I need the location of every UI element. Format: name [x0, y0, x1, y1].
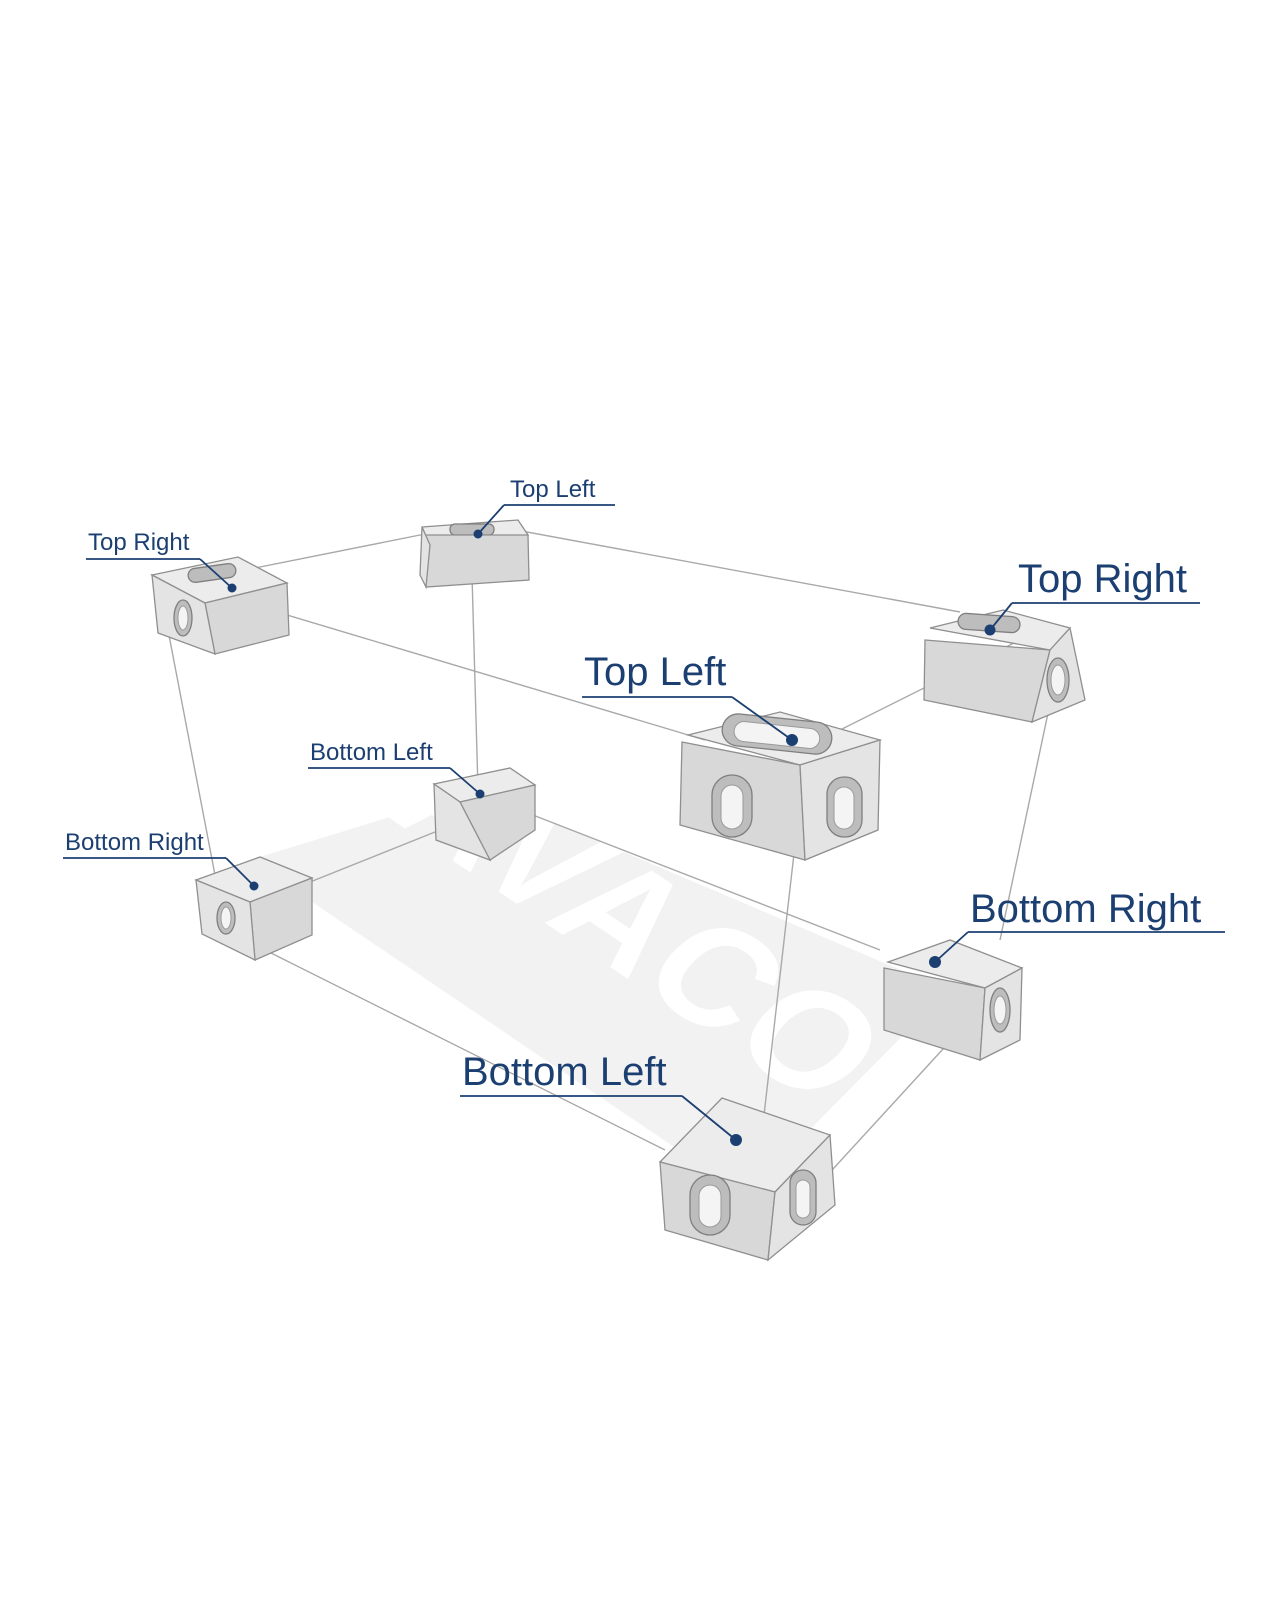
corner-block-back-top-right [150, 556, 290, 656]
pin-bottom-left-front [730, 1134, 742, 1146]
callout-front-top-right: Top Right [984, 557, 1200, 636]
pin-bottom-right-front [929, 956, 941, 968]
label-bottom-left-front: Bottom Left [462, 1050, 667, 1094]
edge-post-front-right [999, 679, 1056, 941]
edge-bottom-left [254, 944, 666, 1151]
frame-edges [167, 524, 1056, 1206]
callout-front-bottom-left: Bottom Left [460, 1050, 742, 1146]
corner-block-back-top-left [419, 519, 530, 590]
callout-front-bottom-right: Bottom Right [929, 887, 1225, 968]
callout-back-top-left: Top Left [473, 476, 615, 539]
edge-post-back-left [471, 574, 479, 791]
label-bottom-right-back: Bottom Right [65, 829, 204, 856]
pin-top-right-back [227, 583, 237, 593]
corner-block-front-bottom-right [883, 939, 1024, 1062]
corner-block-front-top-left [679, 711, 883, 861]
pin-bottom-left-back [475, 789, 485, 799]
label-top-right-front: Top Right [1018, 557, 1187, 601]
pin-top-right-front [984, 624, 996, 636]
pin-top-left-back [473, 529, 483, 539]
callout-back-top-right: Top Right [86, 529, 237, 593]
label-bottom-left-back: Bottom Left [310, 739, 433, 766]
pin-top-left-front [786, 734, 798, 746]
pin-bottom-right-back [249, 881, 259, 891]
edge-post-back-right [167, 629, 216, 876]
label-top-right-back: Top Right [88, 529, 190, 556]
corner-block-back-bottom-right [194, 856, 314, 962]
edge-bottom-back [289, 829, 441, 891]
label-bottom-right-front: Bottom Right [970, 887, 1201, 931]
edge-bottom-rear [519, 809, 881, 951]
callout-back-bottom-right: Bottom Right [63, 829, 259, 891]
label-top-left-back: Top Left [510, 476, 596, 503]
edge-post-front-left [759, 844, 796, 1151]
label-top-left-front: Top Left [584, 650, 726, 694]
corner-block-back-bottom-left [432, 767, 537, 862]
floor-plane [250, 790, 948, 1195]
callout-back-bottom-left: Bottom Left [308, 739, 485, 799]
corner-block-front-bottom-left [658, 1097, 836, 1262]
callout-front-top-left: Top Left [582, 650, 798, 746]
edge-top-rear [499, 526, 961, 613]
corner-block-front-top-right [923, 609, 1086, 724]
edge-top-left [209, 591, 706, 741]
